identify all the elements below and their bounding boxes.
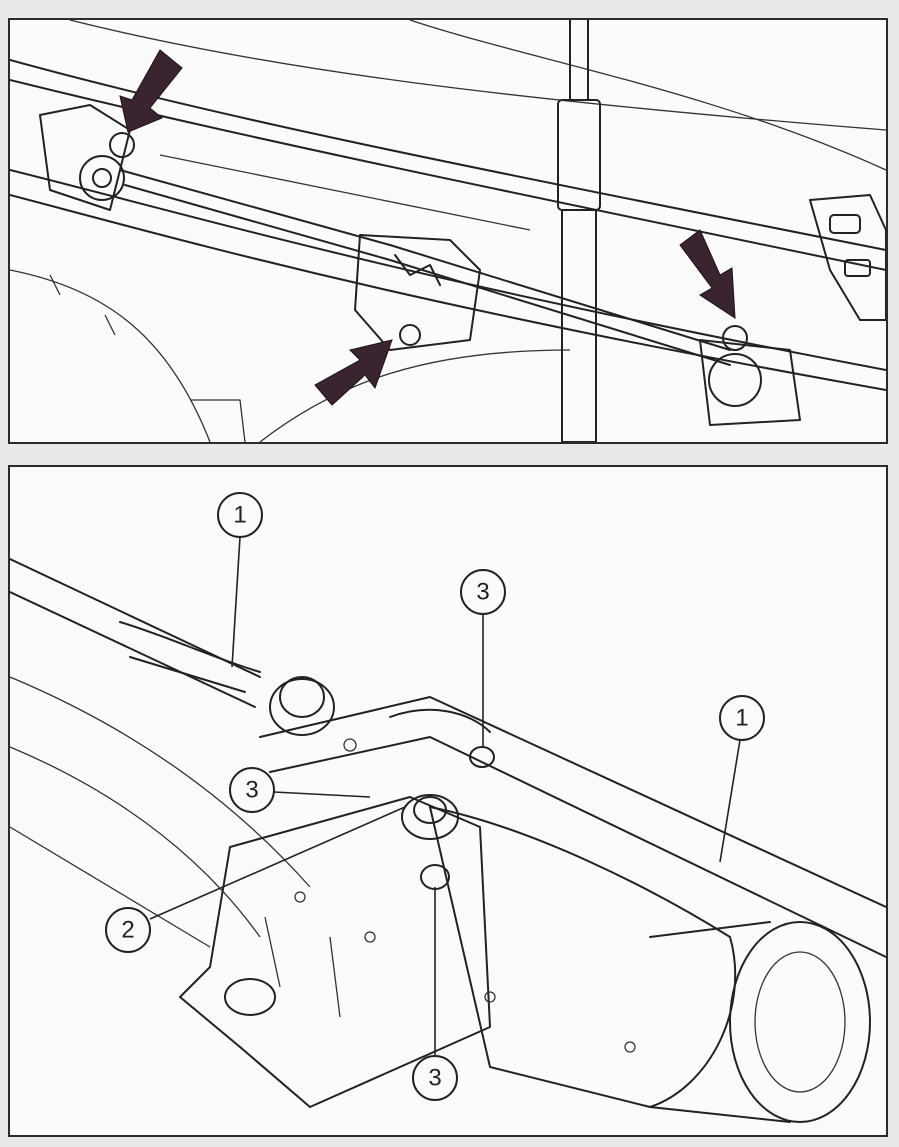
arrow-right-pivot	[679, 229, 736, 319]
callout-label: 1	[735, 705, 748, 732]
callout-label: 3	[245, 777, 258, 804]
wiper-linkage-drawing-bottom: 1 3 1 3 2 3	[10, 492, 886, 1123]
callout-2-nut: 2	[105, 907, 151, 953]
arrow-center-bracket	[314, 339, 393, 406]
callout-label: 3	[476, 579, 489, 606]
callout-3-top-bolt: 3	[460, 569, 506, 615]
callout-label: 1	[233, 502, 246, 529]
callout-3-left-bolt: 3	[229, 767, 275, 813]
arrow-left-pivot	[119, 49, 183, 133]
callout-label: 3	[428, 1065, 441, 1092]
callout-1-arm: 1	[217, 492, 263, 538]
wiper-linkage-drawing-top	[10, 20, 886, 442]
callout-1-linkage: 1	[719, 695, 765, 741]
callout-label: 2	[121, 917, 134, 944]
callout-3-bottom-bolt: 3	[412, 1055, 458, 1101]
top-illustration-panel	[8, 18, 888, 444]
bottom-illustration-panel: 1 3 1 3 2 3	[8, 465, 888, 1137]
